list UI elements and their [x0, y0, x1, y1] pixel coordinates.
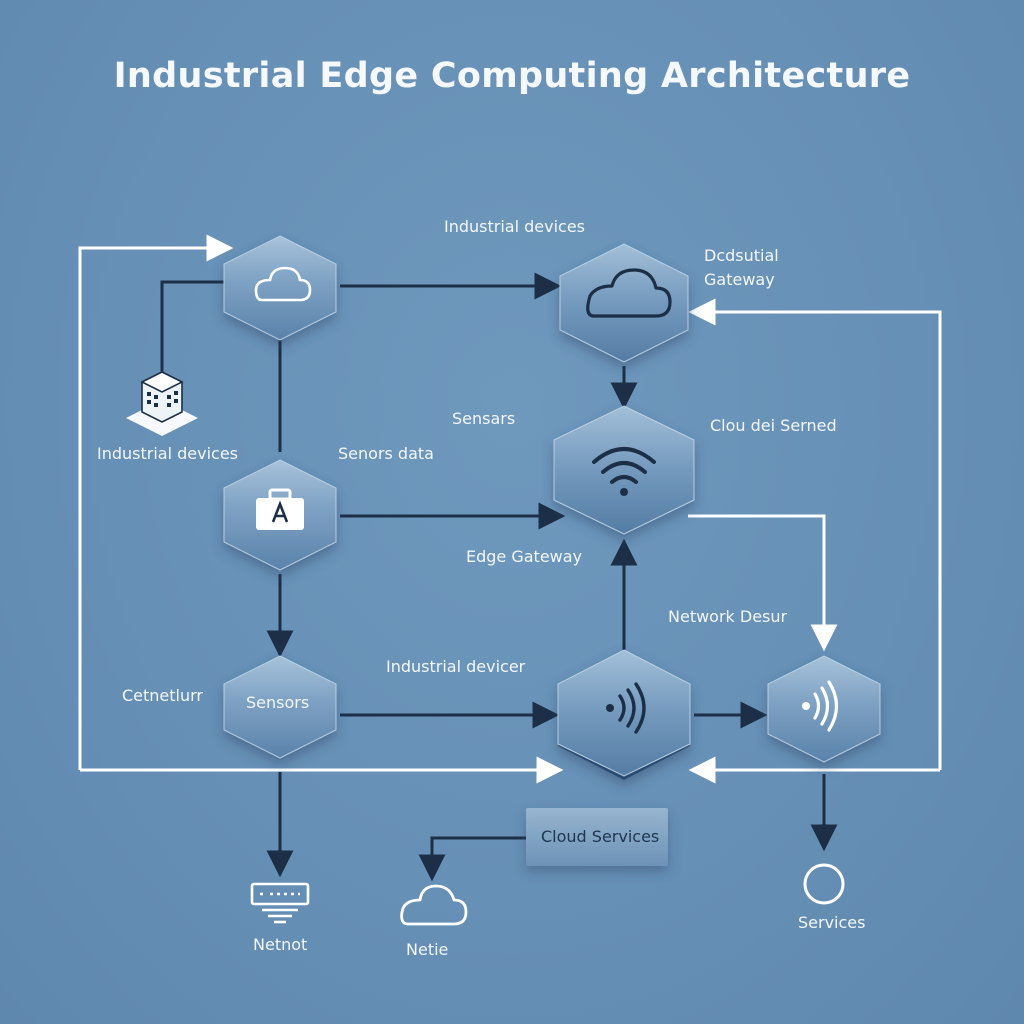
router-icon: [250, 882, 310, 924]
label-industrial-devicer: Industrial devicer: [386, 657, 526, 676]
label-sensors-node: Sensors: [246, 693, 310, 712]
signal-icon: [802, 680, 839, 732]
building-to-cloud-line: [160, 280, 228, 375]
node-top-right[interactable]: [559, 243, 689, 363]
label-services: Services: [798, 913, 866, 932]
label-gateway-line1: Dcdsutial: [704, 246, 779, 265]
node-bottom-right[interactable]: [767, 655, 881, 763]
cloud-icon: [586, 268, 672, 318]
label-top-industrial-devices: Industrial devices: [444, 217, 586, 236]
wifi-to-signal-right-arrow: [688, 514, 838, 652]
label-netnot: Netnot: [253, 935, 308, 954]
signal-icon: [606, 682, 646, 734]
label-gateway-line2: Gateway: [704, 270, 775, 289]
right-loop-top-arrow: [688, 298, 942, 770]
briefcase-icon: [256, 488, 304, 530]
page-title: Industrial Edge Computing Architecture: [113, 56, 911, 96]
dark-connectors: [160, 272, 838, 882]
label-netie: Netie: [406, 940, 449, 959]
circle-icon: [803, 863, 845, 905]
left-loop-top-arrow: [78, 234, 234, 770]
label-left-industrial-devices: Industrial devices: [97, 444, 239, 463]
building-icon: [126, 371, 198, 436]
label-cetnethurr: Cetnetlurr: [122, 686, 204, 705]
node-top-left[interactable]: [223, 235, 337, 341]
label-sensors: Sensars: [452, 409, 516, 428]
light-connectors: [78, 234, 942, 784]
node-center-right[interactable]: [553, 405, 695, 535]
wifi-icon: [592, 447, 656, 496]
label-cloud-served: Clou dei Serned: [710, 416, 837, 435]
cloud-services-to-cloud-arrow: [418, 836, 526, 882]
label-edge-gateway: Edge Gateway: [466, 547, 583, 566]
label-network-desur: Network Desur: [668, 607, 788, 626]
cloud-icon: [400, 884, 468, 926]
node-sensors[interactable]: [223, 655, 337, 759]
cloud-icon: [254, 266, 312, 302]
cloud-services-box[interactable]: [526, 808, 668, 866]
label-cloud-services: Cloud Services: [541, 827, 660, 846]
label-sensors-data: Senors data: [338, 444, 434, 463]
